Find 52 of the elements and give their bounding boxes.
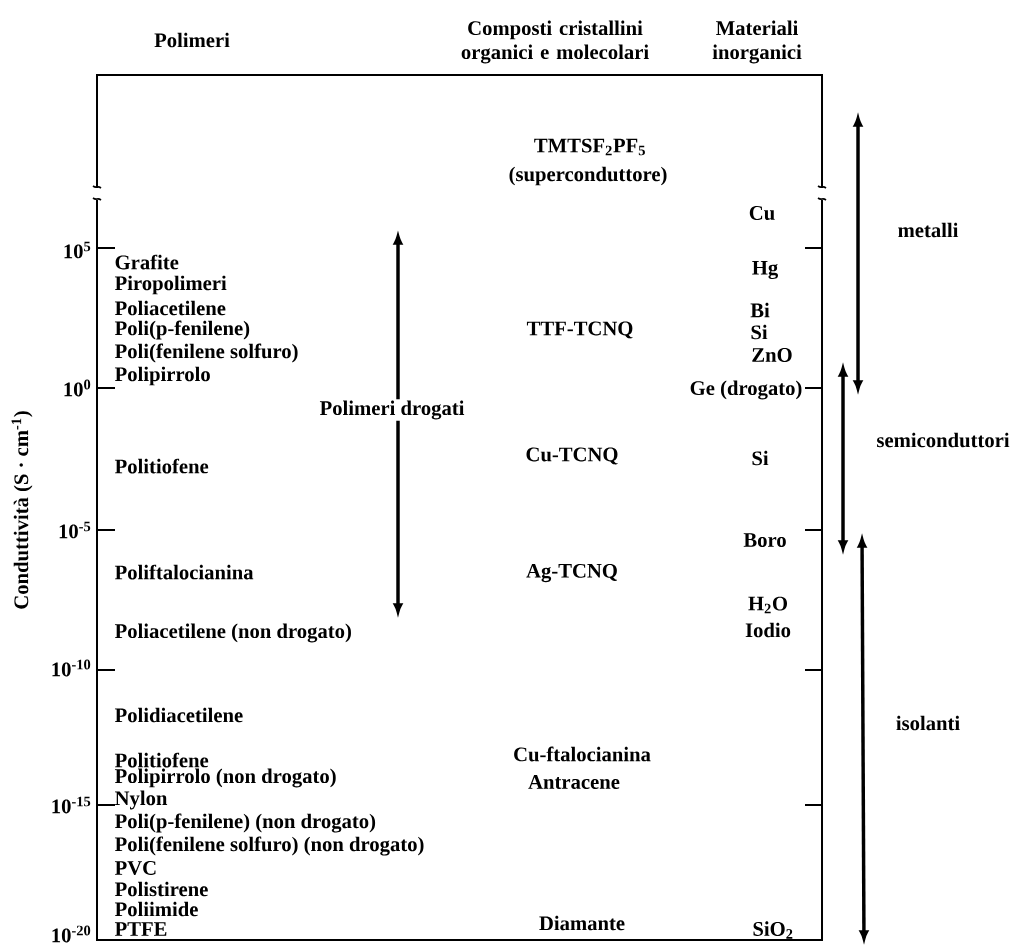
material-label: Politiofene [114, 458, 209, 474]
material-label: Poli(p-fenilene) [114, 320, 250, 340]
material-label: PVC [114, 861, 156, 875]
material-label: Poli(p-fenilene) (non drogato) [114, 813, 376, 833]
material-label: PTFE [114, 922, 167, 936]
material-label: ZnO [752, 348, 792, 362]
material-label: Diamante [539, 915, 625, 931]
column-heading: Composti cristallini organici e molecolari [461, 20, 649, 64]
material-label: Boro [743, 533, 786, 547]
material-label: Poli(fenilene solfuro) (non drogato) [114, 836, 424, 856]
material-label: Bi [750, 302, 770, 318]
material-label: Ag-TCNQ [526, 563, 617, 583]
range-label: semiconduttori [877, 432, 1010, 448]
material-label: Si [751, 324, 768, 340]
tick-label: 10$^{-15}$ [52, 796, 91, 814]
tick-label: 10$^{0}$ [64, 379, 91, 397]
material-label: Politiofene [114, 752, 209, 768]
material-label: Polidiacetilene [114, 707, 243, 723]
material-label: Iodio [745, 622, 791, 638]
material-label: Antracene [528, 775, 620, 789]
material-label: Piropolimeri [114, 275, 227, 295]
material-label: Poli(fenilene solfuro) [114, 343, 298, 363]
material-label: Polipirrolo [114, 366, 210, 386]
material-label: Cu [749, 206, 775, 220]
material-label: Polipirrolo (non drogato) [114, 768, 336, 788]
range-label: metalli [898, 222, 959, 238]
material-label: Polistirene [114, 881, 208, 897]
material-label: Nylon [115, 790, 168, 810]
material-label: H$_{2}$O [748, 596, 787, 614]
material-label: SiO$_{2}$ [753, 921, 793, 939]
axis-title: Conduttività (S · cm$^{-1}$) [11, 411, 33, 609]
material-label: Poliacetilene [114, 300, 226, 316]
tick-label: 10$^{5}$ [64, 241, 91, 259]
tick-label: 10$^{-20}$ [52, 925, 91, 943]
material-label: Poliacetilene (non drogato) [114, 623, 351, 643]
column-heading: Polimeri [154, 32, 230, 48]
material-label: TMTSF$_{2}$PF$_{5}$ [534, 138, 645, 156]
material-label: Ge (drogato) [690, 380, 802, 400]
material-label: Cu-TCNQ [526, 447, 618, 465]
material-label: Poliimide [114, 901, 198, 917]
material-label: Grafite [115, 254, 179, 270]
material-label: Poliftalocianina [114, 564, 254, 580]
range-label: Polimeri drogati [318, 399, 466, 421]
material-label: Hg [752, 260, 778, 280]
material-label: (superconduttore) [509, 166, 667, 186]
column-heading: Materiali inorganici [712, 20, 802, 64]
material-label: TTF-TCNQ [526, 321, 633, 339]
material-label: Si [752, 450, 769, 466]
tick-label: 10$^{-5}$ [59, 521, 91, 539]
tick-label: 10$^{-10}$ [52, 659, 91, 677]
range-label: isolanti [896, 715, 960, 731]
material-label: Cu-ftalocianina [514, 746, 651, 762]
